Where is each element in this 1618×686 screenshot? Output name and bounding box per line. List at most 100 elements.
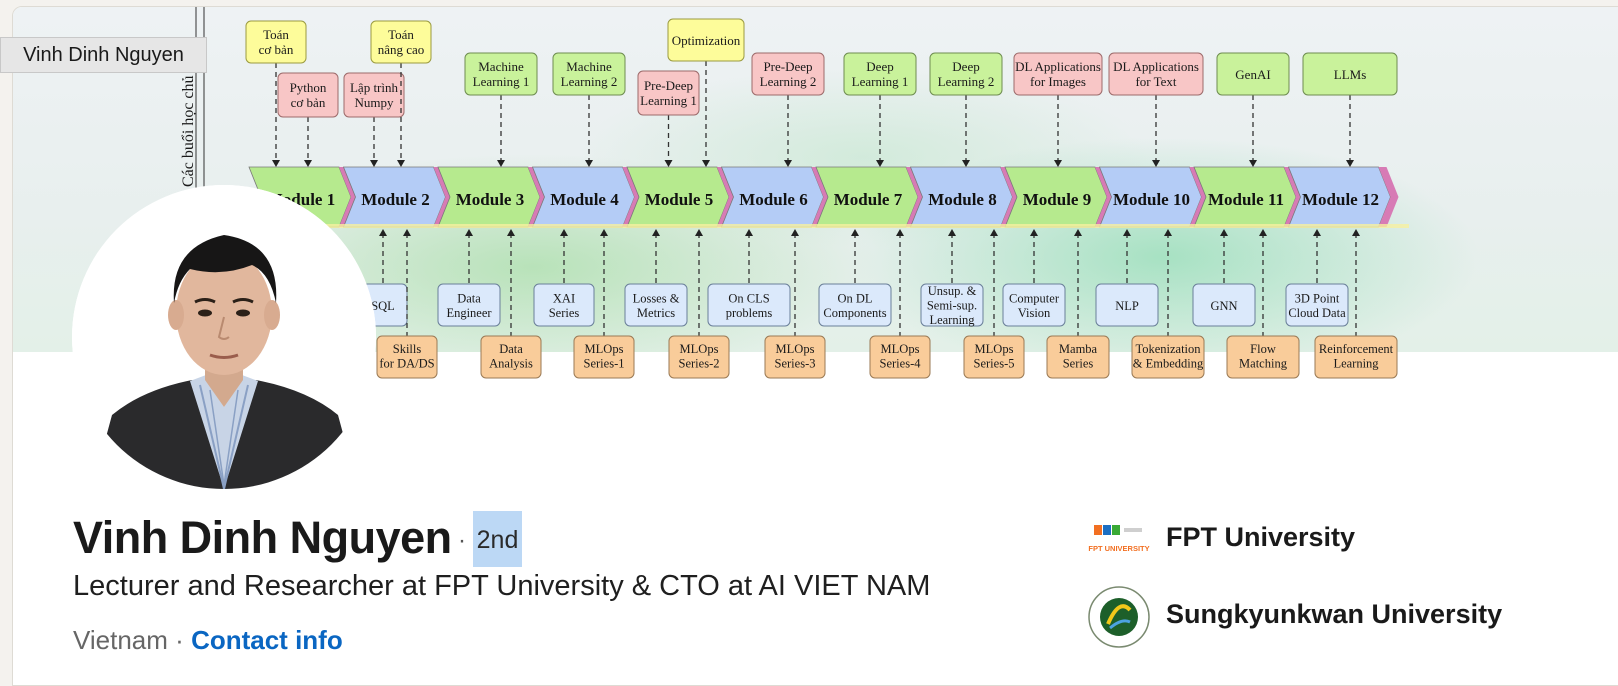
bottom-topic-label-line: Reinforcement bbox=[1319, 342, 1394, 356]
arrow-head bbox=[1249, 160, 1257, 167]
middle-topic-box bbox=[920, 283, 984, 327]
middle-topic-box bbox=[437, 283, 501, 327]
bottom-topic-label-line: Data bbox=[499, 342, 523, 356]
profile-avatar[interactable] bbox=[72, 185, 376, 489]
top-topic-label-line: Python bbox=[290, 80, 327, 95]
middle-topic-box bbox=[533, 283, 595, 327]
module-label: Module 4 bbox=[550, 190, 619, 209]
top-topic-label-line: DL Applications bbox=[1113, 59, 1199, 74]
middle-topic-label-line: Data bbox=[457, 292, 481, 306]
bottom-topic-label-line: for DA/DS bbox=[379, 356, 434, 370]
arrow-head bbox=[990, 229, 998, 236]
arrow-head bbox=[497, 160, 505, 167]
module-label: Module 3 bbox=[456, 190, 524, 209]
top-topic-box bbox=[667, 18, 745, 62]
top-topic-label-line: Deep bbox=[866, 59, 893, 74]
name-tooltip: Vinh Dinh Nguyen bbox=[0, 37, 207, 73]
bottom-topic-label-line: Series-2 bbox=[679, 356, 720, 370]
top-topic-label-line: Pre-Deep bbox=[763, 59, 812, 74]
bottom-topic-label-line: Mamba bbox=[1059, 342, 1098, 356]
fpt-logo-icon: FPT UNIVERSITY bbox=[1088, 525, 1150, 553]
arrow-head bbox=[370, 160, 378, 167]
arrow-head bbox=[876, 160, 884, 167]
top-topic-label-line: Toán bbox=[263, 27, 289, 42]
bottom-topic-label: Tokenization& Embedding bbox=[1133, 342, 1204, 370]
bottom-topic-label-line: Matching bbox=[1239, 356, 1288, 370]
top-topic-label-line: LLMs bbox=[1334, 67, 1367, 82]
top-topic-label-line: Machine bbox=[478, 59, 524, 74]
middle-topic-box bbox=[707, 283, 791, 327]
bottom-topic-box bbox=[668, 335, 730, 379]
org-name-fpt[interactable]: FPT University bbox=[1166, 522, 1356, 552]
middle-topic-label: NLP bbox=[1115, 299, 1139, 313]
side-label: Các buổi học chủ đ bbox=[180, 63, 197, 187]
module-label: Module 12 bbox=[1302, 190, 1379, 209]
arrow-head bbox=[1313, 229, 1321, 236]
top-topic-label-line: GenAI bbox=[1235, 67, 1270, 82]
module-label: Module 10 bbox=[1113, 190, 1190, 209]
middle-topic-label-line: Cloud Data bbox=[1288, 306, 1346, 320]
middle-topic-label-line: problems bbox=[726, 306, 773, 320]
arrow-head bbox=[948, 229, 956, 236]
module-underline bbox=[249, 224, 1409, 228]
top-topic-label-line: cơ bản bbox=[259, 42, 294, 57]
skku-logo[interactable] bbox=[1086, 584, 1152, 648]
module-label: Module 2 bbox=[361, 190, 429, 209]
module-label: Module 9 bbox=[1023, 190, 1091, 209]
top-topic-label-line: Lập trình bbox=[350, 80, 399, 95]
profile-location-row: Vietnam · Contact info bbox=[73, 625, 343, 656]
middle-topic-label-line: Learning bbox=[929, 313, 975, 327]
arrow-head bbox=[1346, 160, 1354, 167]
top-topic-label-line: for Images bbox=[1030, 74, 1086, 89]
middle-topic-label: GNN bbox=[1210, 299, 1237, 313]
bottom-topic-box bbox=[1226, 335, 1300, 379]
person-portrait bbox=[72, 185, 376, 489]
top-topic-label-line: Learning 2 bbox=[561, 74, 618, 89]
middle-topic-label-line: Computer bbox=[1009, 292, 1060, 306]
bottom-topic-box bbox=[963, 335, 1025, 379]
top-topic-box bbox=[1216, 52, 1290, 96]
top-topic-box bbox=[277, 72, 339, 118]
contact-info-link[interactable]: Contact info bbox=[191, 625, 343, 655]
arrow-head bbox=[465, 229, 473, 236]
arrow-head bbox=[403, 229, 411, 236]
arrow-head bbox=[304, 160, 312, 167]
top-topic-box bbox=[1013, 52, 1103, 96]
fpt-university-logo[interactable]: FPT UNIVERSITY bbox=[1086, 517, 1152, 577]
arrow-head bbox=[1352, 229, 1360, 236]
middle-topic-label-line: Losses & bbox=[633, 292, 680, 306]
module-chevron bbox=[1378, 167, 1399, 227]
arrow-head bbox=[397, 160, 405, 167]
top-topic-label-line: Deep bbox=[952, 59, 979, 74]
bottom-topic-label-line: Series-5 bbox=[974, 356, 1015, 370]
org-name-skku[interactable]: Sungkyunkwan University bbox=[1166, 599, 1503, 629]
module-label: Module 6 bbox=[739, 190, 807, 209]
top-topic-box bbox=[245, 20, 307, 64]
module-label: Module 5 bbox=[645, 190, 713, 209]
top-topic-box bbox=[843, 52, 917, 96]
top-topic-box bbox=[751, 52, 825, 96]
top-topic-label-line: Optimization bbox=[672, 33, 741, 48]
bottom-topic-label-line: & Embedding bbox=[1133, 356, 1204, 370]
middle-topic-label-line: XAI bbox=[553, 292, 575, 306]
arrow-head bbox=[851, 229, 859, 236]
middle-topic-label-line: On DL bbox=[837, 292, 872, 306]
middle-topic-label-line: Engineer bbox=[446, 306, 492, 320]
bottom-topic-label-line: Series bbox=[1063, 356, 1094, 370]
middle-topic-label-line: Metrics bbox=[637, 306, 675, 320]
